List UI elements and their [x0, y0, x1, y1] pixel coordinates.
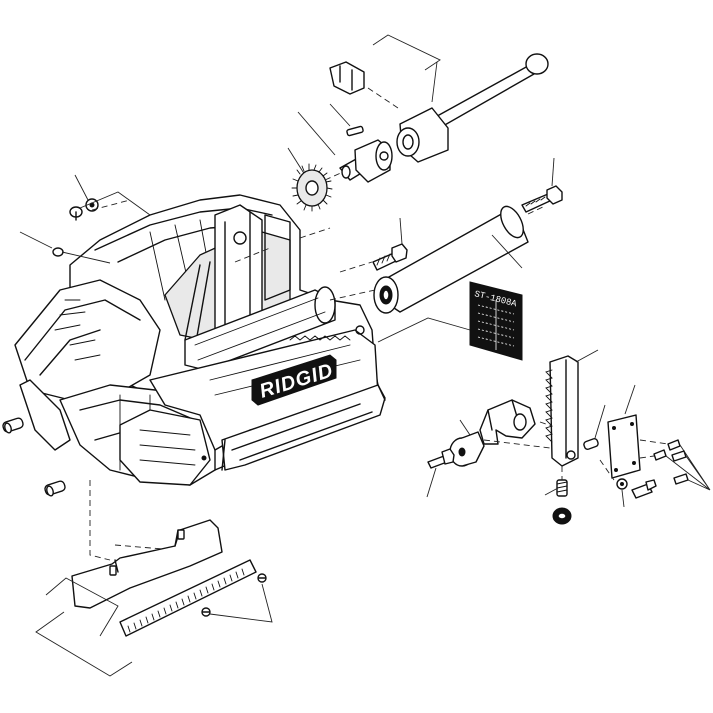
gear-shaft-assembly	[287, 111, 393, 212]
side-fasteners	[2, 174, 151, 497]
instruction-plate: ST-1808A	[377, 281, 523, 361]
cap-screw-left	[372, 217, 408, 271]
bottom-guard-assembly	[35, 480, 273, 677]
measurement-scale	[119, 559, 257, 637]
main-housing: RIDGID	[14, 194, 386, 486]
plate-screws	[639, 439, 711, 491]
rack-bar-assembly	[544, 349, 606, 525]
cap-screw-top	[521, 157, 563, 213]
small-screw-left	[19, 231, 111, 264]
clamp-and-cam	[426, 399, 553, 498]
spring-and-nut	[544, 466, 572, 525]
drive-gear	[291, 163, 333, 212]
assembly-alignment-lines	[91, 199, 331, 263]
mounting-plate	[599, 384, 711, 508]
lever-handle-assembly	[329, 34, 549, 163]
roller-assembly	[329, 157, 563, 314]
screw-washer-top-left	[69, 174, 151, 221]
roll-pin	[329, 103, 364, 137]
